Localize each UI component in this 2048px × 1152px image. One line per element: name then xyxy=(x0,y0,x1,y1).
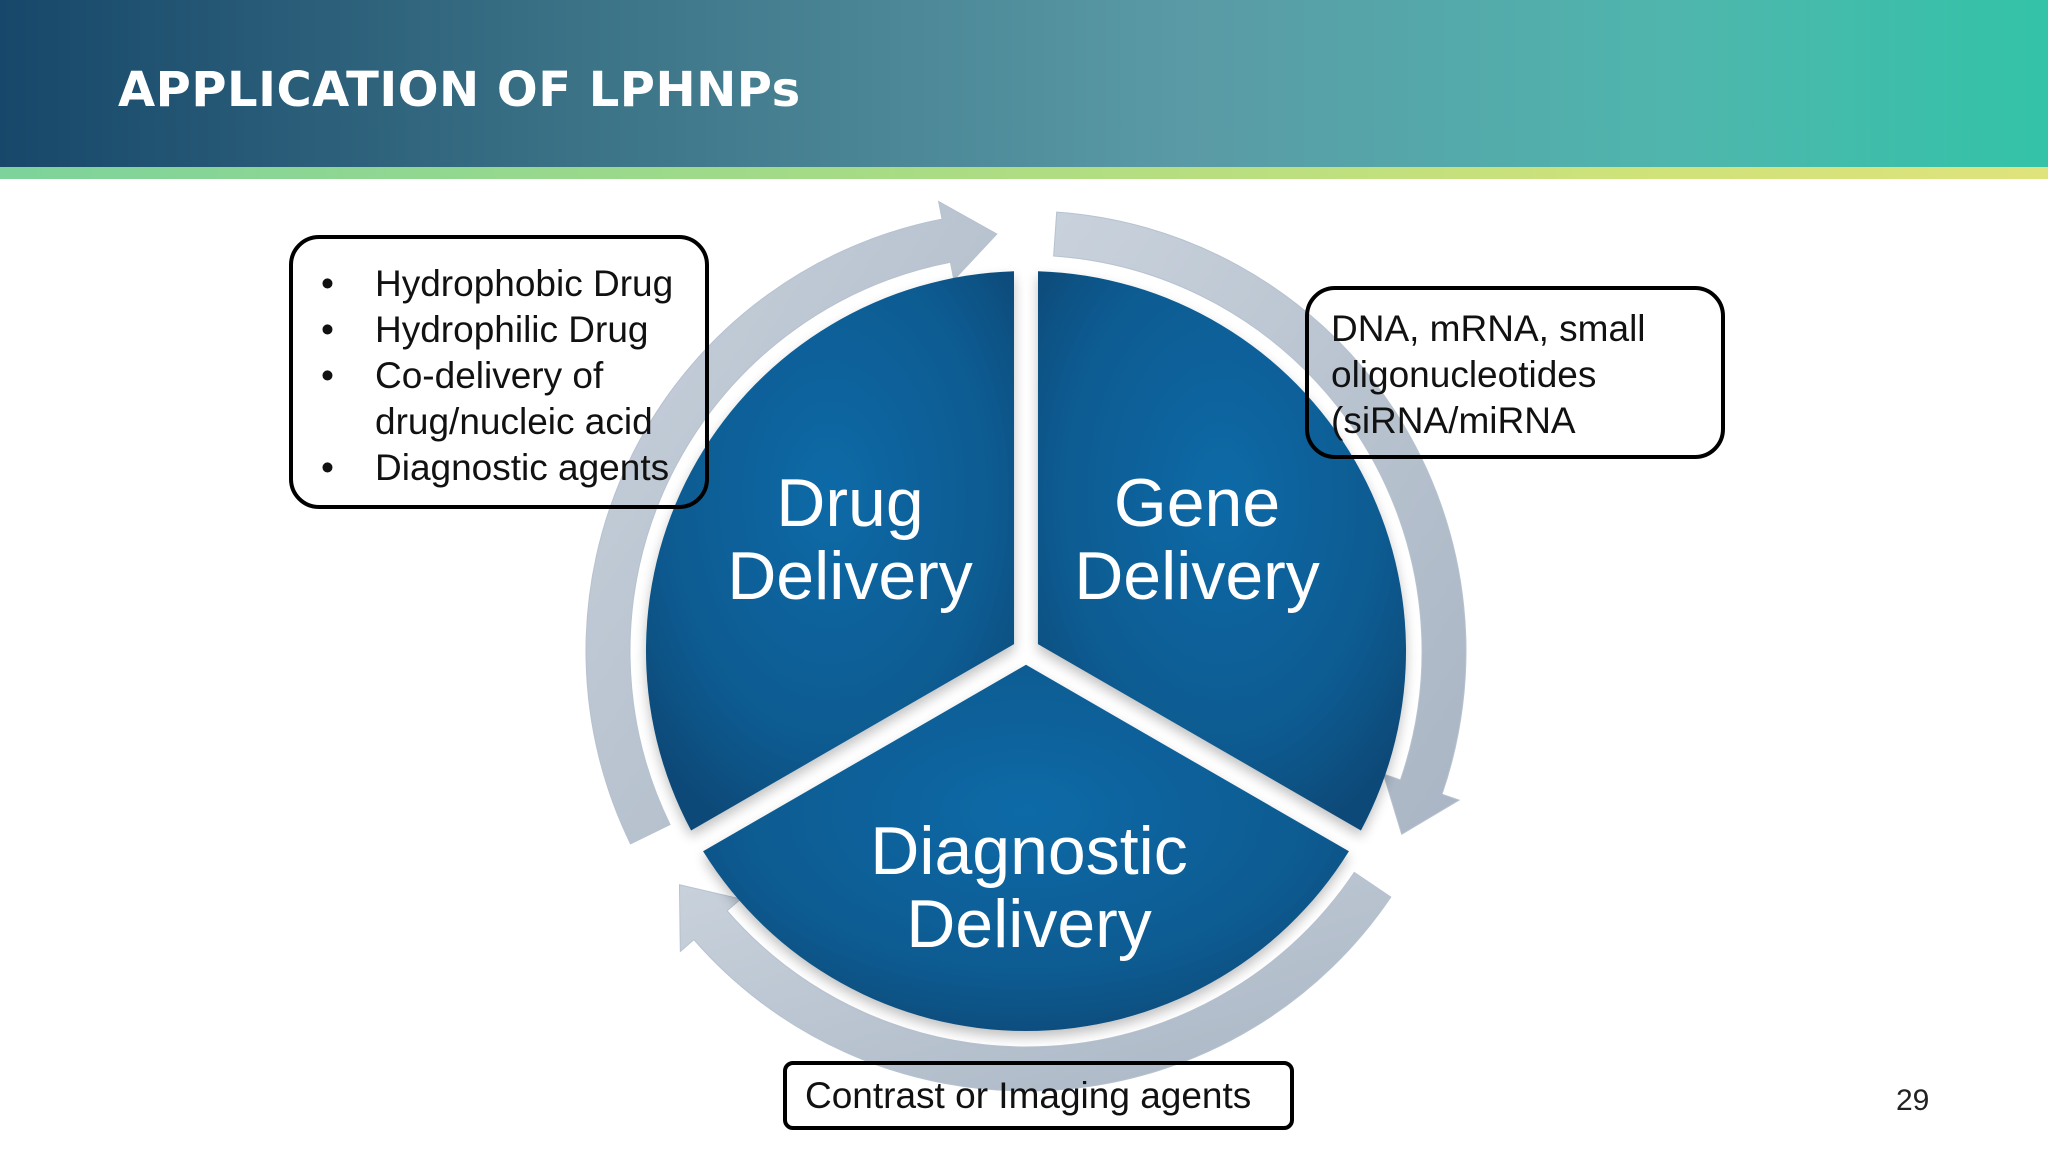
diagnostic-delivery-label-line2: Delivery xyxy=(906,886,1152,962)
page-number: 29 xyxy=(1896,1084,1930,1117)
list-item: •Hydrophobic Drug xyxy=(321,261,695,307)
gene-delivery-callout: DNA, mRNA, small oligonucleotides (siRNA… xyxy=(1305,286,1725,459)
list-item: •Diagnostic agents xyxy=(321,445,695,491)
diagnostic-delivery-segment xyxy=(703,664,1349,1031)
gene-callout-line: (siRNA/miRNA xyxy=(1331,400,1576,441)
bullet-symbol: • xyxy=(321,355,334,396)
accent-strip xyxy=(0,167,2048,179)
cycle-arrow-ring xyxy=(585,200,1467,1092)
gene-delivery-label-line2: Delivery xyxy=(1074,538,1320,614)
slide-title: APPLICATION OF LPHNPs xyxy=(118,62,801,118)
arrow-to-diagnostic-icon xyxy=(1053,211,1467,835)
gene-delivery-segment xyxy=(1037,271,1406,831)
gene-callout-line: oligonucleotides xyxy=(1331,354,1597,395)
diagnostic-delivery-label-line1: Diagnostic xyxy=(870,813,1188,889)
diagnostic-delivery-callout: Contrast or Imaging agents xyxy=(783,1061,1294,1130)
arrow-to-gene-icon xyxy=(585,200,998,845)
drug-delivery-segment xyxy=(646,271,1015,831)
bullet-symbol: • xyxy=(321,447,334,488)
cycle-labels: Drug Delivery Gene Delivery Diagnostic D… xyxy=(727,465,1320,962)
arrow-to-drug-icon xyxy=(678,871,1392,1092)
drug-delivery-callout: •Hydrophobic Drug •Hydrophilic Drug •Co-… xyxy=(289,235,709,509)
drug-delivery-label-line1: Drug xyxy=(776,465,923,541)
gene-callout-line: DNA, mRNA, small xyxy=(1331,308,1646,349)
drug-delivery-label-line2: Delivery xyxy=(727,538,973,614)
bullet-symbol: • xyxy=(321,263,334,304)
cycle-segments xyxy=(646,271,1406,1031)
header-band xyxy=(0,0,2048,167)
gene-delivery-label-line1: Gene xyxy=(1114,465,1280,541)
bullet-symbol: • xyxy=(321,309,334,350)
list-item: •Hydrophilic Drug xyxy=(321,307,695,353)
drug-delivery-list: •Hydrophobic Drug •Hydrophilic Drug •Co-… xyxy=(321,261,695,491)
